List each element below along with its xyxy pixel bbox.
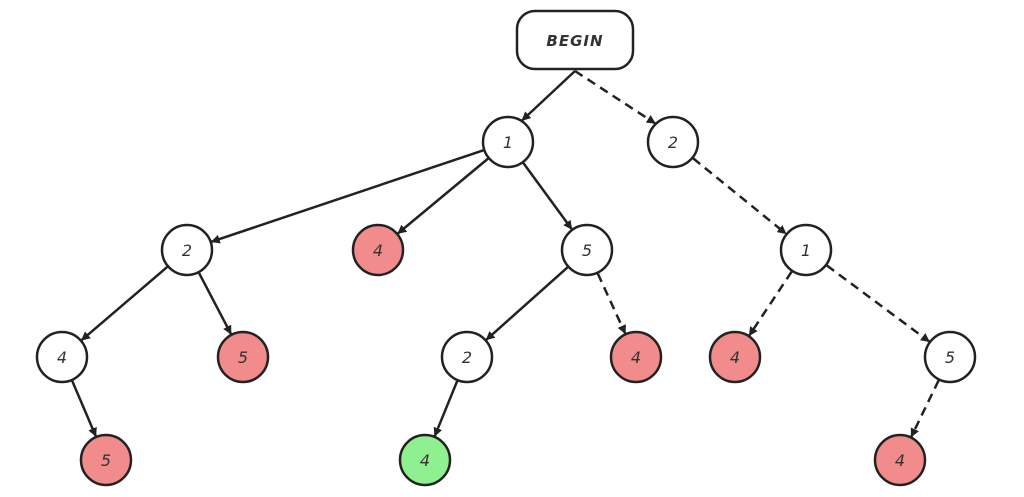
tree-node-n1_2_4: 4: [35, 330, 89, 384]
edge-begin-to-n2-dashed: [574, 69, 656, 125]
tree-node-n2_1_5_4: 4: [873, 433, 927, 487]
node-circle-dead_end: [873, 433, 927, 487]
edge-n1_5_2-to-n1_5_2_4-solid: [433, 380, 459, 437]
node-label: 4: [631, 348, 641, 367]
node-label: 2: [462, 348, 472, 367]
node-label: 1: [801, 241, 811, 260]
tree-node-n1_5: 5: [560, 223, 614, 277]
node-circle-default: [779, 223, 833, 277]
tree-node-n2_1_5: 5: [923, 330, 977, 384]
node-label: 2: [182, 241, 192, 260]
begin-node-shape: [515, 9, 635, 71]
edge-n1_2-to-n1_2_5-solid: [197, 272, 233, 335]
edge-begin-to-n1-solid: [521, 70, 576, 122]
node-label: 1: [503, 133, 513, 152]
tree-node-n1_2: 2: [160, 223, 214, 277]
edge-n1-to-n1_2-solid: [210, 149, 484, 244]
edge-n1_2-to-n1_2_4-solid: [80, 265, 169, 342]
edge-n1_5-to-n1_5_4-dashed: [596, 273, 627, 335]
edge-n2_1_5-to-n2_1_5_4-dashed: [910, 379, 940, 438]
begin-node: BEGIN: [515, 9, 635, 71]
node-circle-dead_end: [351, 223, 405, 277]
node-label: 5: [101, 451, 111, 470]
edge-n1_2_4-to-n1_2_4_5-solid: [71, 380, 97, 437]
tree-node-n1_2_4_5: 5: [79, 433, 133, 487]
tree-node-n1_5_4: 4: [609, 330, 663, 384]
node-circle-goal: [398, 433, 452, 487]
tree-node-n2_1_4: 4: [708, 330, 762, 384]
node-label: 4: [57, 348, 67, 367]
node-label: 4: [373, 241, 383, 260]
tree-node-n1_5_2: 2: [440, 330, 494, 384]
edge-n1-to-n1_4-solid: [397, 157, 489, 235]
node-label: 5: [582, 241, 592, 260]
tree-node-n1_2_5: 5: [216, 330, 270, 384]
edge-n2_1-to-n2_1_5-dashed: [826, 264, 930, 343]
node-circle-default: [160, 223, 214, 277]
tree-node-n2_1: 1: [779, 223, 833, 277]
node-label: 2: [668, 133, 678, 152]
node-circle-dead_end: [708, 330, 762, 384]
nodes-layer: BEGIN 1 2 2 4 5 1 4 5 2 4 4 5 5 4 4: [35, 9, 977, 487]
tree-node-n1_5_2_4: 4: [398, 433, 452, 487]
node-label: 4: [895, 451, 905, 470]
edges-layer: [71, 69, 940, 438]
tree-node-n1: 1: [481, 115, 535, 169]
node-circle-default: [560, 223, 614, 277]
node-label: BEGIN: [546, 32, 603, 50]
node-circle-dead_end: [79, 433, 133, 487]
node-label: 5: [238, 348, 248, 367]
node-circle-default: [440, 330, 494, 384]
tree-node-n2: 2: [646, 115, 700, 169]
node-circle-default: [646, 115, 700, 169]
node-label: 4: [730, 348, 740, 367]
edge-n1-to-n1_5-solid: [522, 162, 573, 230]
edge-n2-to-n2_1-dashed: [692, 157, 787, 235]
node-label: 4: [420, 451, 430, 470]
node-circle-dead_end: [216, 330, 270, 384]
node-circle-default: [35, 330, 89, 384]
edge-n1_5-to-n1_5_2-solid: [485, 266, 569, 341]
node-circle-default: [481, 115, 535, 169]
node-circle-dead_end: [609, 330, 663, 384]
node-label: 5: [945, 348, 955, 367]
node-circle-default: [923, 330, 977, 384]
edge-n2_1-to-n2_1_4-dashed: [748, 270, 793, 337]
tree-node-n1_4: 4: [351, 223, 405, 277]
